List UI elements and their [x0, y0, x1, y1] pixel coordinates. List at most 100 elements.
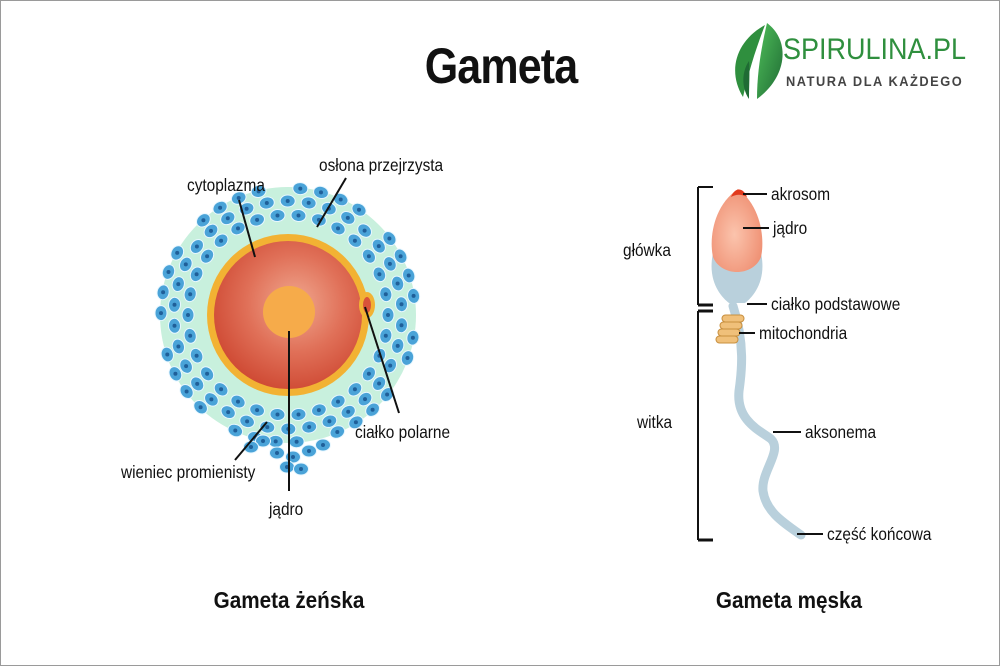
corona-cell-nucleus [236, 226, 240, 231]
corona-cell-nucleus [198, 405, 203, 410]
corona-cell-nucleus [399, 323, 404, 328]
corona-cell-nucleus [294, 439, 299, 444]
corona-cell-nucleus [298, 186, 303, 191]
corona-cell-nucleus [265, 425, 270, 430]
corona-cell-nucleus [336, 399, 340, 404]
mitochondria-group [715, 314, 745, 344]
brand-name-suffix: .PL [925, 33, 967, 66]
corona-cell-nucleus [366, 371, 371, 376]
corona-cell-nucleus [273, 439, 278, 444]
sperm-tail [728, 301, 806, 540]
corona-cell-nucleus [353, 420, 358, 425]
corona-cell-nucleus [194, 353, 199, 358]
corona-cell-nucleus [335, 430, 340, 434]
corona-cell-nucleus [399, 302, 404, 307]
corona-cell-nucleus [285, 199, 290, 203]
corona-cell-nucleus [316, 408, 321, 413]
mitochondrion-1 [721, 314, 745, 323]
corona-cell-nucleus [165, 352, 170, 357]
brand-leaf-logo [735, 23, 783, 99]
corona-cell-nucleus [209, 397, 214, 402]
corona-cell-nucleus [388, 363, 393, 368]
label-head: główka [623, 240, 671, 260]
corona-cell-nucleus [291, 455, 295, 459]
corona-cell-nucleus [410, 335, 415, 340]
corona-cell-nucleus [362, 228, 367, 233]
male-leader-lines [739, 193, 823, 535]
corona-cell-nucleus [249, 445, 253, 449]
corona-cell-nucleus [296, 412, 301, 417]
corona-cell-nucleus [395, 281, 400, 286]
corona-cell-nucleus [383, 333, 388, 338]
corona-cell-nucleus [363, 397, 367, 402]
corona-cell-nucleus [173, 371, 178, 376]
corona-cell-nucleus [188, 333, 193, 338]
female-leader-lines [234, 177, 400, 491]
corona-cell-nucleus [264, 201, 269, 205]
brand-tagline: NATURA DLA KAŻDEGO [786, 74, 964, 89]
label-axoneme: aksonema [805, 422, 877, 442]
corona-cell-nucleus [385, 392, 390, 397]
label-cytoplasm: cytoplazma [187, 175, 265, 195]
corona-cell-nucleus [172, 302, 177, 307]
corona-cell-nucleus [225, 216, 230, 221]
corona-cell-nucleus [398, 254, 403, 259]
mitochondrion-4 [715, 335, 739, 344]
caption-female: Gameta żeńska [213, 587, 365, 613]
corona-cell-nucleus [352, 238, 357, 243]
page-title: Gameta [424, 38, 578, 94]
corona-cell-nucleus [377, 272, 382, 277]
label-acrosome: akrosom [771, 184, 831, 204]
corona-cell-nucleus [176, 344, 181, 349]
mitochondrion-2 [719, 321, 743, 330]
sperm-illustration [711, 189, 806, 540]
label-mitochondria: mitochondria [759, 323, 848, 343]
label-zona-pellucida: osłona przejrzysta [319, 155, 444, 175]
brand-logo: SPIRULINA.PL NATURA DLA KAŻDEGO [719, 19, 989, 109]
corona-cell-nucleus [218, 205, 223, 210]
ovum-nucleus [263, 286, 315, 338]
corona-cell-nucleus [205, 371, 210, 376]
leader-zona [316, 177, 347, 228]
corona-cell-nucleus [245, 419, 250, 424]
corona-cell-nucleus [386, 313, 390, 317]
corona-cell-nucleus [172, 323, 177, 328]
corona-cell-nucleus [357, 207, 361, 212]
corona-cell-nucleus [184, 364, 189, 369]
corona-cell-nucleus [201, 218, 206, 223]
corona-cell-nucleus [219, 238, 224, 243]
corona-cell-nucleus [226, 410, 231, 415]
label-polar-body: ciałko polarne [355, 422, 451, 442]
corona-cell-nucleus [327, 419, 332, 424]
corona-cell-nucleus [383, 292, 388, 297]
corona-cell-nucleus [176, 282, 181, 287]
corona-cell-nucleus [387, 236, 392, 241]
corona-cell-nucleus [275, 412, 280, 417]
corona-cell-nucleus [194, 272, 199, 277]
corona-cell-nucleus [299, 467, 303, 471]
corona-cell-nucleus [336, 226, 340, 231]
corona-cell-nucleus [296, 213, 301, 218]
corona-cell-nucleus [244, 206, 249, 211]
corona-cell-nucleus [395, 343, 400, 348]
corona-cells [154, 182, 421, 476]
label-end-piece: część końcowa [827, 524, 932, 544]
label-ovum-nucleus: jądro [269, 499, 304, 519]
mitochondrion-3 [717, 328, 741, 337]
corona-cell-nucleus [194, 244, 199, 249]
corona-cell-nucleus [236, 196, 241, 200]
corona-cell-nucleus [406, 273, 411, 278]
corona-cell-nucleus [195, 381, 200, 386]
label-corona-radiata: wieniec promienisty [121, 462, 256, 482]
corona-cell-nucleus [411, 293, 416, 298]
corona-cell-nucleus [236, 399, 240, 404]
corona-cell-nucleus [209, 228, 213, 233]
acrosome [731, 189, 747, 197]
corona-cell-nucleus [352, 387, 357, 392]
corona-cell-nucleus [233, 428, 238, 433]
corona-cell-nucleus [366, 254, 371, 259]
corona-cell-nucleus [256, 189, 261, 194]
corona-cell-nucleus [161, 290, 166, 295]
